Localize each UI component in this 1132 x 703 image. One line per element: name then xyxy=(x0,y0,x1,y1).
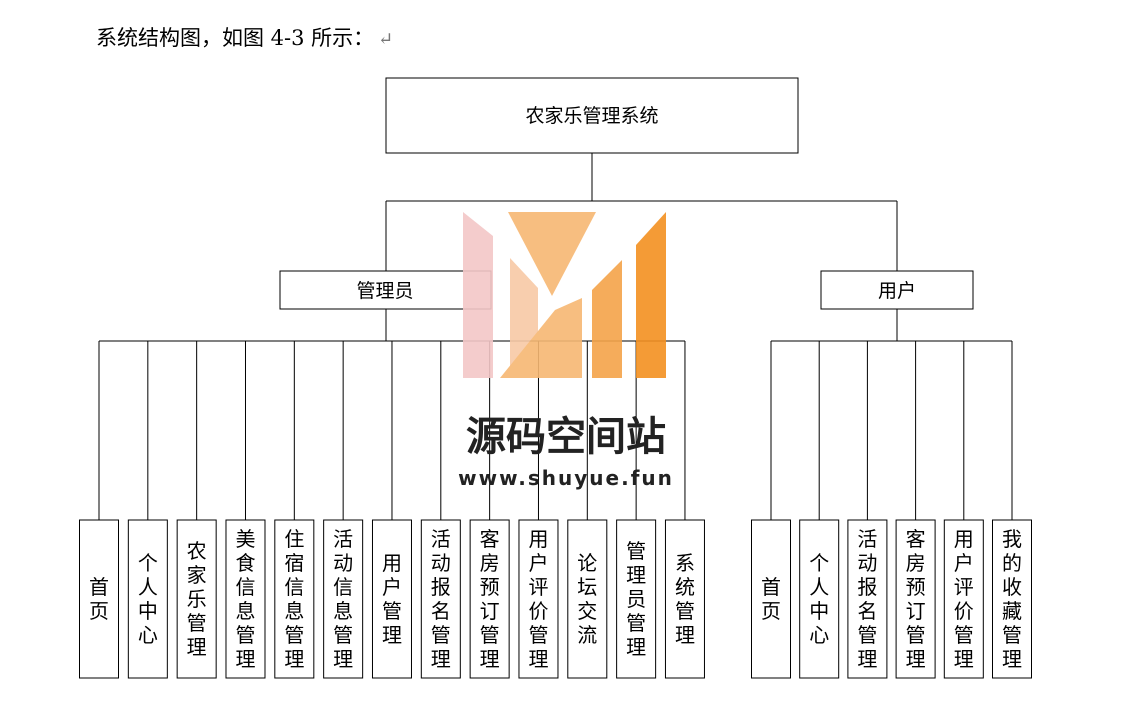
module-label: 美食信息管理 xyxy=(235,527,255,671)
root-node: 农家乐管理系统 xyxy=(385,77,799,154)
module-box xyxy=(992,519,1032,679)
module-admin-0: 首页 xyxy=(79,341,119,679)
role-node-admin: 管理员 xyxy=(279,270,492,310)
module-label: 个人中心 xyxy=(809,551,829,647)
module-box xyxy=(847,519,888,679)
module-label: 农家乐管理 xyxy=(187,539,207,659)
caption-text: 系统结构图，如图 4-3 所示： xyxy=(96,26,375,50)
module-admin-11: 管理员管理 xyxy=(616,341,657,679)
module-box xyxy=(79,519,119,679)
logo-bar-3 xyxy=(500,298,582,378)
module-user-2: 活动报名管理 xyxy=(847,341,888,679)
module-box xyxy=(323,519,364,679)
watermark: 源码空间站 www.shuyue.fun xyxy=(458,212,674,490)
module-label: 住宿信息管理 xyxy=(284,527,304,671)
module-box xyxy=(751,519,791,679)
module-box xyxy=(616,519,657,679)
role-label-admin: 管理员 xyxy=(356,280,413,302)
admin-modules: 首页 个人中心 农家乐管理 美食信息管理 住宿信息管理 活动信息管理 用户管理 活动报名管理 客… xyxy=(79,341,705,679)
logo-pink-bar xyxy=(463,212,493,378)
logo-top-triangle xyxy=(508,212,596,296)
figure-caption: 系统结构图，如图 4-3 所示：↵ xyxy=(96,22,393,52)
module-admin-3: 美食信息管理 xyxy=(225,341,266,679)
module-box xyxy=(469,519,510,679)
module-label: 管理员管理 xyxy=(626,539,646,659)
module-label: 首页 xyxy=(761,575,781,623)
module-box xyxy=(274,519,315,679)
module-admin-12: 系统管理 xyxy=(664,341,705,679)
module-admin-2: 农家乐管理 xyxy=(176,341,217,679)
role-box-admin xyxy=(279,270,492,310)
module-user-4: 用户评价管理 xyxy=(943,341,984,679)
module-box xyxy=(518,519,559,679)
watermark-url: www.shuyue.fun xyxy=(458,466,674,490)
module-box xyxy=(943,519,984,679)
module-admin-9: 用户评价管理 xyxy=(518,341,559,679)
module-box xyxy=(664,519,705,679)
module-label: 活动报名管理 xyxy=(431,527,451,671)
user-modules: 首页 个人中心 活动报名管理 客房预订管理 用户评价管理 我的收藏管理 xyxy=(751,341,1032,679)
module-label: 用户评价管理 xyxy=(528,527,548,671)
module-box xyxy=(799,519,840,679)
module-box xyxy=(420,519,461,679)
module-box xyxy=(567,519,608,679)
module-user-1: 个人中心 xyxy=(799,341,840,679)
module-admin-6: 用户管理 xyxy=(371,341,412,679)
module-label: 用户管理 xyxy=(382,551,402,647)
module-admin-1: 个人中心 xyxy=(127,341,168,679)
module-box xyxy=(225,519,266,679)
module-user-5: 我的收藏管理 xyxy=(992,341,1032,679)
module-box xyxy=(127,519,168,679)
module-label: 用户评价管理 xyxy=(954,527,974,671)
module-label: 活动信息管理 xyxy=(333,527,353,671)
module-label: 客房预订管理 xyxy=(480,527,500,671)
module-box xyxy=(176,519,217,679)
logo-bar-5 xyxy=(636,212,666,378)
module-label: 首页 xyxy=(89,575,109,623)
module-admin-10: 论坛交流 xyxy=(567,341,608,679)
module-box xyxy=(895,519,936,679)
module-box xyxy=(371,519,412,679)
module-label: 个人中心 xyxy=(138,551,158,647)
root-node-box xyxy=(385,77,799,154)
logo-bar-4 xyxy=(592,260,622,378)
module-admin-5: 活动信息管理 xyxy=(323,341,364,679)
module-label: 客房预订管理 xyxy=(906,527,926,671)
return-mark: ↵ xyxy=(378,29,394,50)
root-node-label: 农家乐管理系统 xyxy=(525,105,658,127)
module-label: 活动报名管理 xyxy=(857,527,877,671)
root-connectors xyxy=(385,153,898,271)
module-user-3: 客房预订管理 xyxy=(895,341,936,679)
module-admin-8: 客房预订管理 xyxy=(469,341,510,679)
watermark-logo xyxy=(463,212,666,378)
module-user-0: 首页 xyxy=(751,341,791,679)
module-label: 论坛交流 xyxy=(577,551,597,647)
module-label: 我的收藏管理 xyxy=(1002,527,1022,671)
role-node-user: 用户 xyxy=(820,270,974,310)
role-label-user: 用户 xyxy=(878,280,916,302)
watermark-title: 源码空间站 xyxy=(466,414,666,460)
module-label: 系统管理 xyxy=(675,551,695,647)
module-admin-7: 活动报名管理 xyxy=(420,341,461,679)
module-admin-4: 住宿信息管理 xyxy=(274,341,315,679)
